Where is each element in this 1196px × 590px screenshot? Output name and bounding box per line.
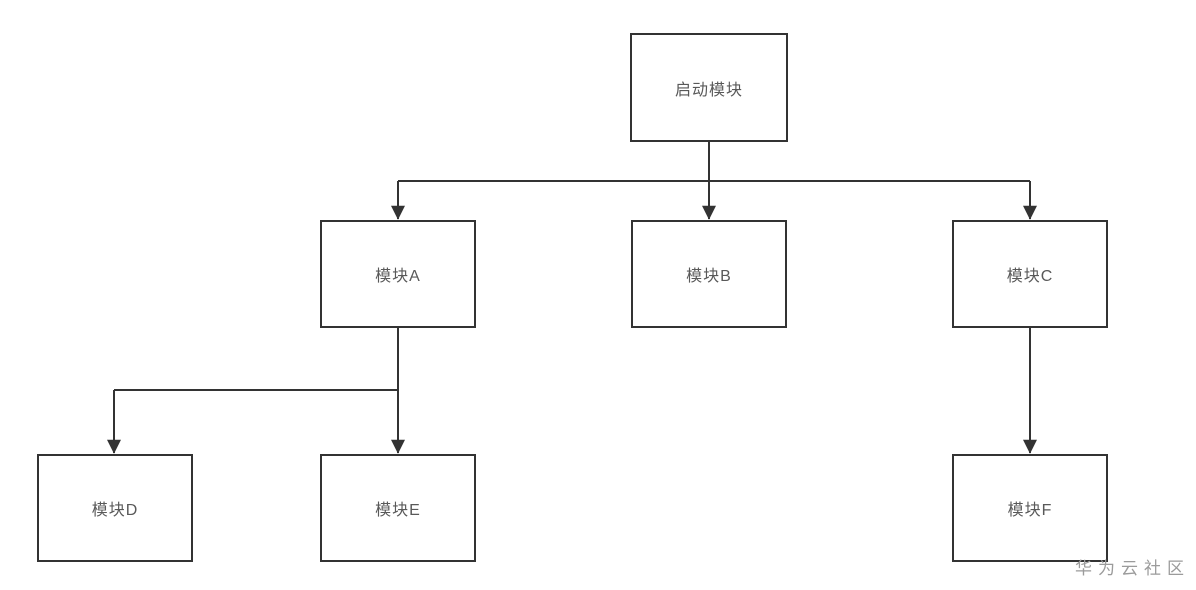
node-module-f: 模块F	[952, 454, 1108, 562]
watermark-huawei-cloud-community: 华为云社区	[1075, 559, 1190, 578]
node-start-module: 启动模块	[630, 33, 788, 142]
node-module-c: 模块C	[952, 220, 1108, 328]
node-module-b: 模块B	[631, 220, 787, 328]
node-module-d-label: 模块D	[91, 502, 139, 519]
node-module-b-label: 模块B	[686, 268, 732, 285]
node-module-f-label: 模块F	[1007, 502, 1053, 519]
node-module-a-label: 模块A	[375, 268, 421, 285]
node-module-d: 模块D	[37, 454, 193, 562]
node-module-e-label: 模块E	[375, 502, 421, 519]
node-start-module-label: 启动模块	[674, 81, 743, 99]
node-module-a: 模块A	[320, 220, 476, 328]
node-module-e: 模块E	[320, 454, 476, 562]
node-module-c-label: 模块C	[1006, 268, 1054, 285]
